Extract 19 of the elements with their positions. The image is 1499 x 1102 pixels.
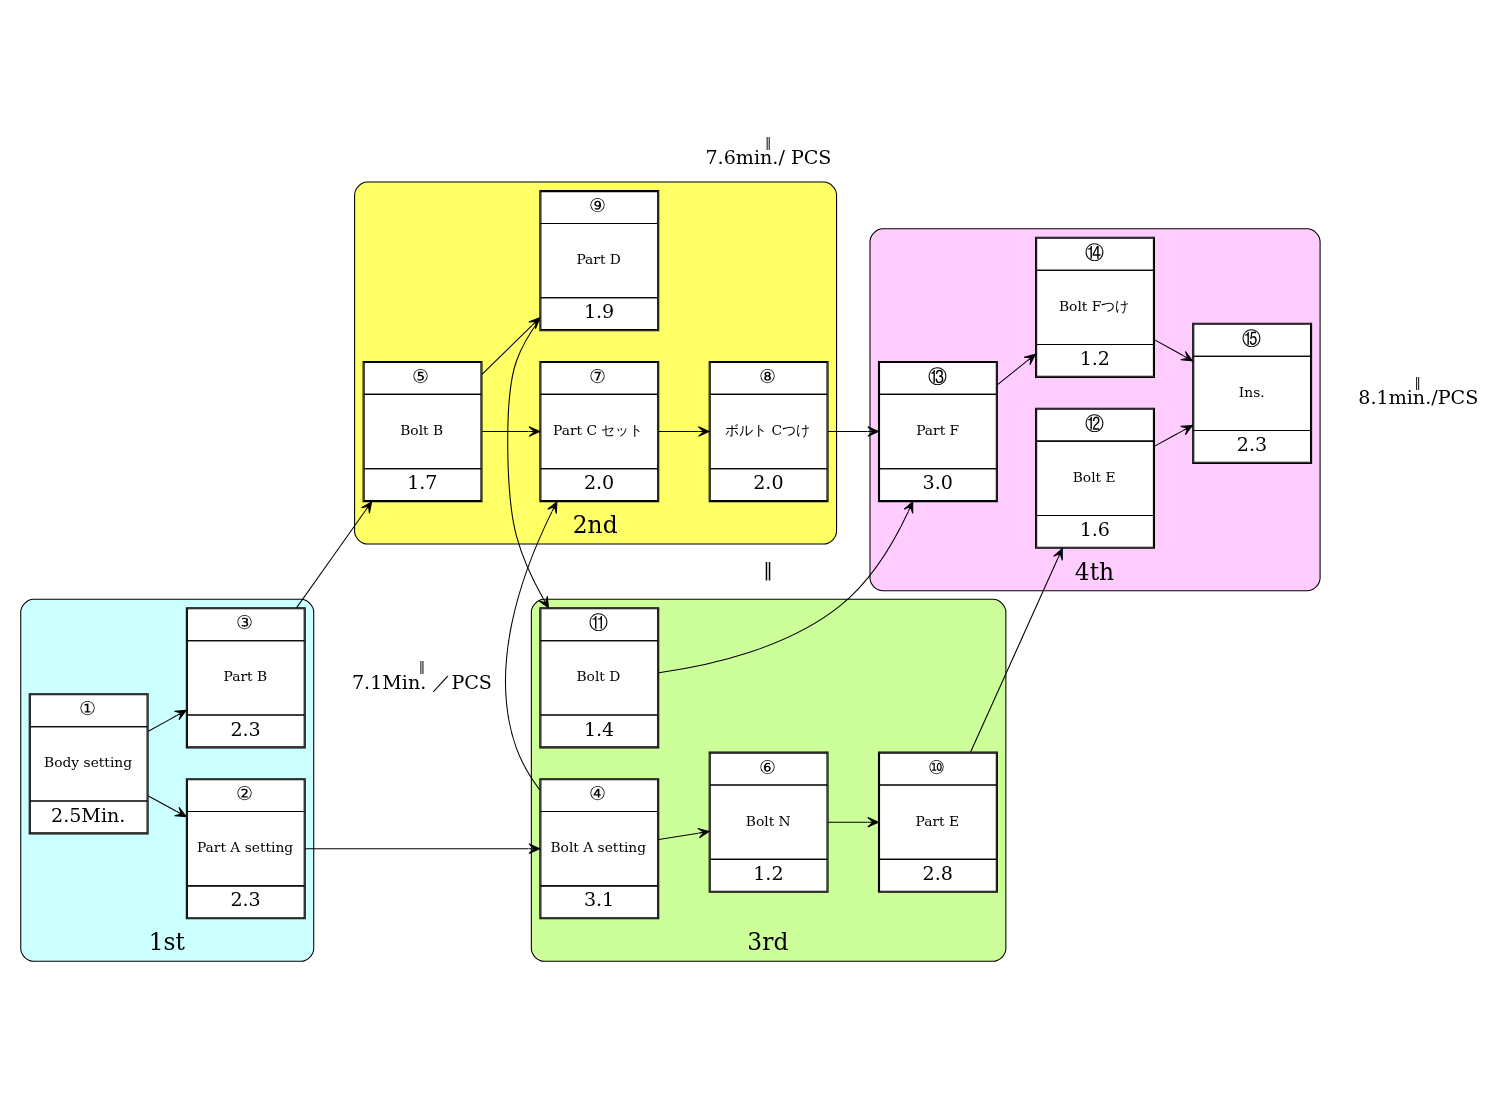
arrow xyxy=(481,425,541,437)
arrow xyxy=(658,425,710,437)
node-label: ‖ xyxy=(763,557,773,581)
arrow xyxy=(658,500,914,673)
arrow xyxy=(827,816,879,827)
arrow xyxy=(970,547,1063,752)
arrow xyxy=(147,709,187,732)
arrow xyxy=(827,425,879,437)
arrow xyxy=(997,353,1036,385)
arrow xyxy=(658,827,710,840)
node-label: ‖ xyxy=(1414,374,1421,390)
arrow xyxy=(296,500,373,608)
node-label: ‖ xyxy=(418,658,426,674)
arrow xyxy=(1154,338,1193,361)
arrow xyxy=(147,794,187,817)
arrow xyxy=(304,842,541,854)
node-label: ‖ xyxy=(764,134,772,150)
arrow xyxy=(505,500,558,790)
arrow xyxy=(1154,424,1193,447)
